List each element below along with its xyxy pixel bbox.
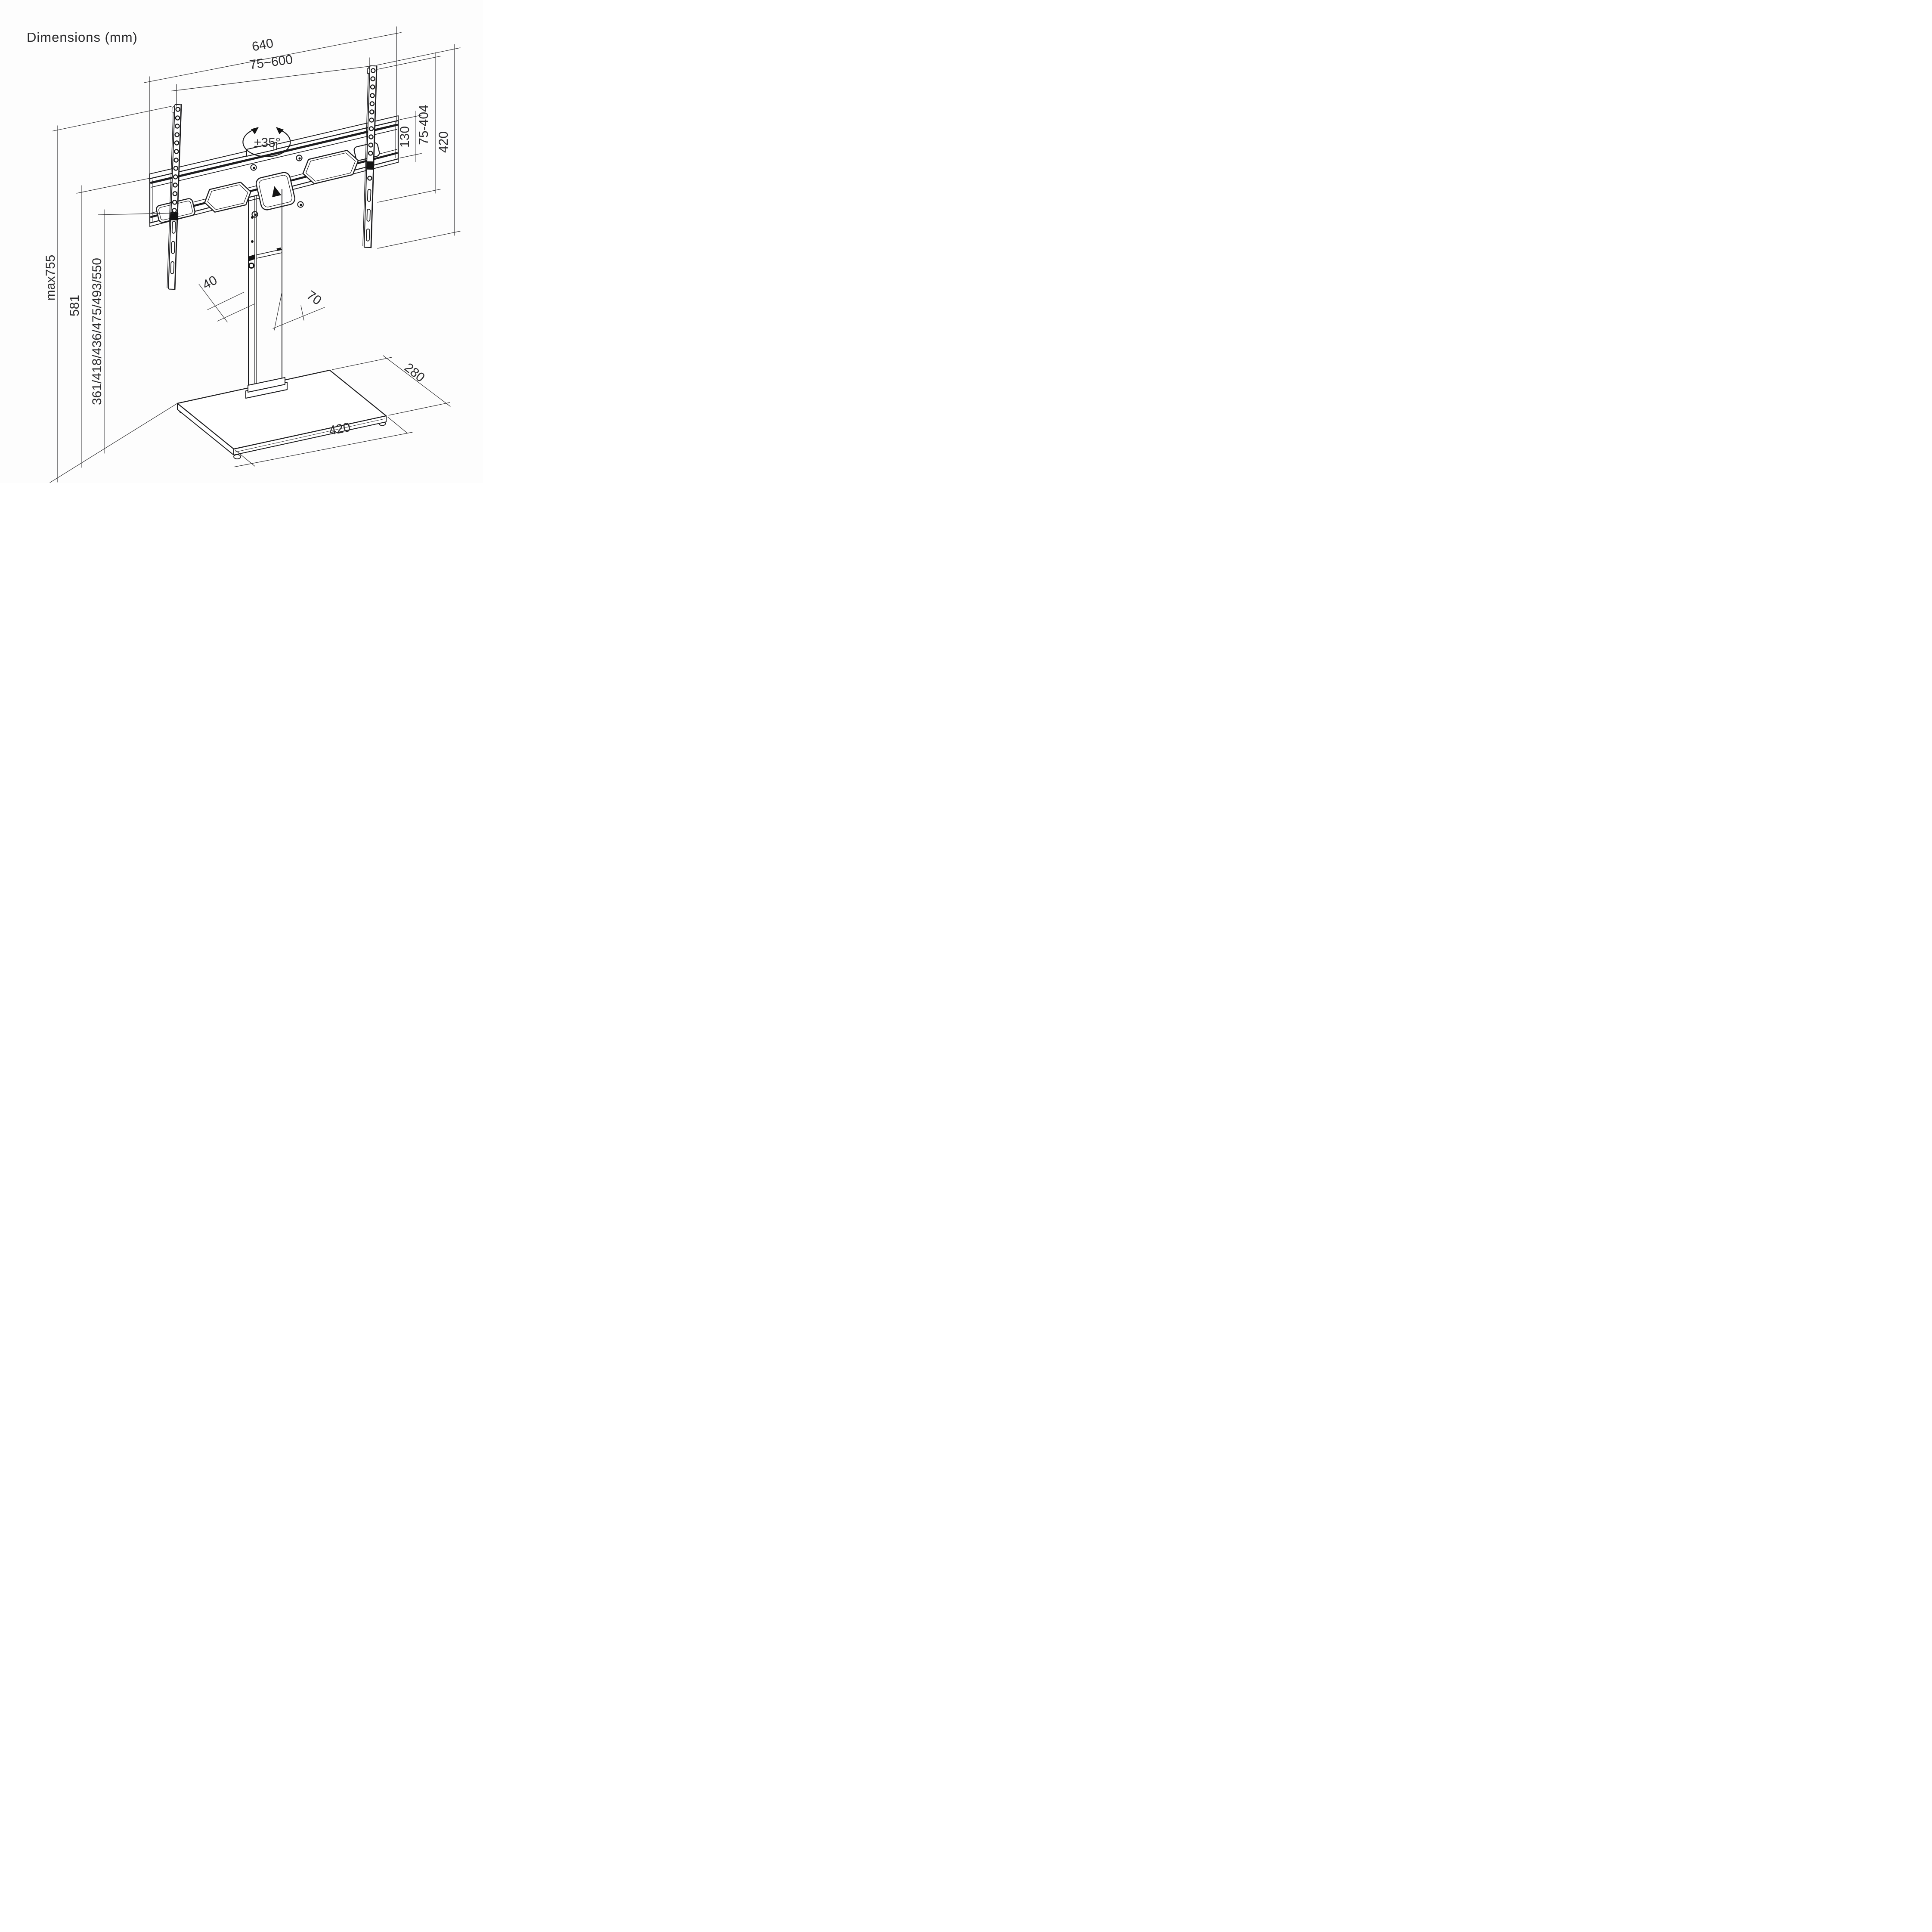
- dim-label-bracket-height: 130: [398, 126, 412, 148]
- bracket-cutout-left-hex: [204, 182, 251, 213]
- rail-clamp: [366, 161, 375, 170]
- rail-clamp: [170, 212, 179, 221]
- dim-label-vesa-height: 75-404: [417, 105, 431, 145]
- screw-icons: [250, 155, 304, 218]
- rotation-arrowhead-right-icon: [276, 127, 284, 134]
- base-plate: [176, 369, 387, 459]
- swivel-annotation: ±35°: [242, 127, 291, 158]
- column-screw-hole: [251, 240, 254, 243]
- bracket-center-plate: [256, 172, 295, 211]
- dim-label-base-depth: 280: [402, 360, 427, 385]
- dim-label-height-mid: 581: [68, 295, 82, 316]
- column-screw-hole: [251, 216, 254, 219]
- swivel-rotation-arrows: [242, 129, 291, 158]
- up-arrow-icon: [272, 186, 282, 198]
- column: [248, 189, 282, 387]
- technical-drawing-page: Dimensions (mm): [0, 0, 483, 483]
- column-collar: [245, 377, 288, 399]
- dim-label-column-width: 70: [304, 288, 324, 308]
- dim-label-height-options: 361/418/436/475/493/550: [90, 258, 104, 405]
- rail-top-tab: [171, 106, 175, 113]
- bracket-cutout-right-hex: [302, 150, 359, 184]
- tv-bracket-bar: [149, 115, 399, 227]
- tv-stand-dimension-diagram: Dimensions (mm): [27, 26, 461, 483]
- page-title: Dimensions (mm): [27, 30, 138, 45]
- dim-label-width-overall: 640: [251, 36, 275, 54]
- dim-label-swivel-angle: ±35°: [254, 136, 281, 150]
- column-cable-hole: [248, 263, 254, 269]
- dim-label-height-max: max755: [43, 255, 58, 301]
- column-joint: [248, 248, 282, 261]
- dim-label-vesa-width: 75~600: [249, 53, 294, 72]
- vesa-rail-left: [167, 104, 182, 290]
- rotation-arrowhead-left-icon: [251, 127, 259, 134]
- bracket-hook: [246, 142, 277, 157]
- dim-label-rail-height: 420: [437, 131, 451, 153]
- vesa-rail-right: [362, 65, 378, 248]
